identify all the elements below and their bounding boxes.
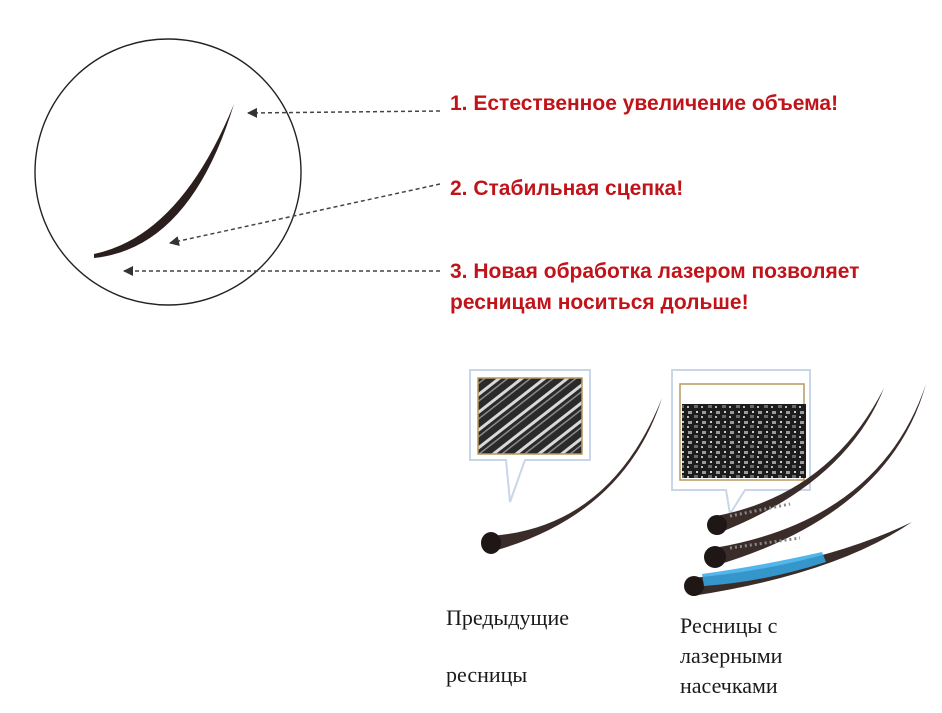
laser-lash-top-base xyxy=(707,515,727,535)
laser-lash-middle-base xyxy=(704,546,726,568)
pointer-1 xyxy=(247,107,441,118)
laser-caption-line2: лазерными xyxy=(680,643,783,668)
pointer-lines xyxy=(123,107,441,276)
feature-1-label: 1. Естественное увеличение объема! xyxy=(450,92,839,115)
previous-lash-base xyxy=(481,532,501,554)
laser-texture-inset xyxy=(682,404,806,478)
feature-3-label: 3. Новая обработка лазером позволяет рес… xyxy=(450,260,860,314)
previous-lash-illustration xyxy=(469,369,662,554)
previous-lash xyxy=(490,398,662,552)
lash-closeup xyxy=(94,104,234,258)
feature-2-label: 2. Стабильная сцепка! xyxy=(450,177,684,200)
laser-caption-line1: Ресницы с xyxy=(680,613,778,638)
previous-caption-line1: Предыдущие xyxy=(446,605,570,630)
laser-caption-line3: насечками xyxy=(680,673,778,698)
laser-lash-illustration xyxy=(671,369,926,596)
laser-notches-middle xyxy=(729,536,801,550)
magnifier-circle xyxy=(34,38,302,306)
glue-bond xyxy=(702,552,826,586)
laser-lash-top xyxy=(716,388,884,534)
laser-lash-bottom-base xyxy=(684,576,704,596)
pointer-2 xyxy=(169,183,441,246)
previous-texture-inset xyxy=(477,377,583,455)
previous-caption-line2: ресницы xyxy=(446,662,528,687)
laser-notches-top xyxy=(729,502,791,518)
laser-caption: Ресницы с лазерными насечками xyxy=(680,611,880,701)
